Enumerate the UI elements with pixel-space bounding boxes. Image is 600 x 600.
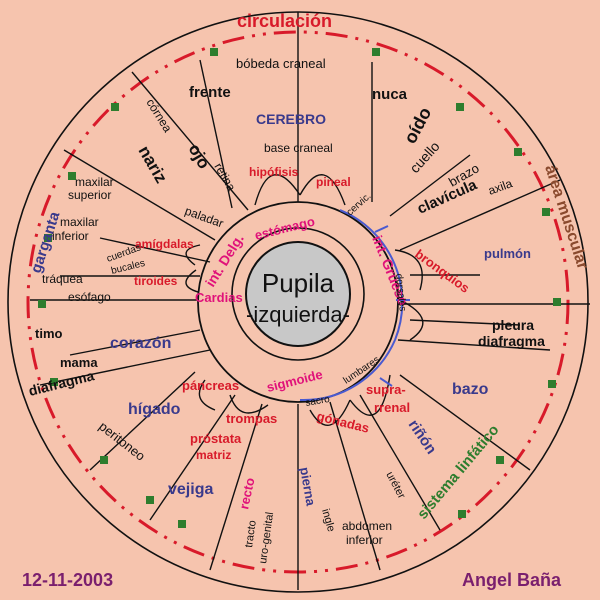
label-trompas: trompas	[226, 411, 277, 426]
label-vejiga: vejiga	[168, 481, 213, 498]
label-estomago: estómago	[253, 213, 316, 242]
label-ojo: ojo	[185, 141, 214, 173]
label-rinon: riñón	[405, 417, 440, 458]
label-diafragma-r: diafragma	[478, 333, 545, 349]
label-circulacion: circulación	[237, 11, 332, 31]
label-cerebro: CEREBRO	[256, 111, 326, 127]
label-sigmoide: sigmoide	[265, 367, 324, 395]
label-tracto-1: tracto	[243, 519, 259, 548]
label-pierna: pierna	[297, 466, 319, 508]
label-suprarrenal-2: rrenal	[374, 400, 410, 415]
label-nuca: nuca	[372, 86, 408, 103]
label-paladar: paladar	[183, 204, 225, 231]
label-cervic: cervic.	[345, 191, 374, 219]
label-cornea: córnea	[143, 96, 174, 135]
label-cardias: Cardias	[195, 290, 243, 305]
date-label: 12-11-2003	[22, 570, 113, 590]
label-matriz: matriz	[196, 448, 231, 462]
label-pleura: pleura	[492, 317, 534, 333]
label-esofago: esófago	[68, 290, 111, 304]
label-axila: axila	[486, 176, 514, 198]
label-frente: frente	[189, 84, 231, 101]
label-mama: mama	[60, 355, 98, 370]
label-maxilar-inf-2: inferior	[52, 229, 89, 243]
label-abdomen-2: inferior	[346, 533, 383, 547]
label-tiroides: tiroides	[134, 274, 178, 288]
pupil-subtitle: -izquierda-	[246, 302, 350, 327]
label-sacro: sacro	[305, 394, 331, 409]
label-maxilar-sup-1: maxilar	[75, 175, 114, 189]
pupil-title: Pupila	[262, 268, 335, 298]
label-amigdalas: amígdalas	[135, 237, 194, 251]
label-hipofisis: hipófisis	[249, 165, 299, 179]
label-ingle: ingle	[319, 508, 337, 534]
label-bazo: bazo	[452, 381, 489, 398]
label-dorsales: dorsales	[393, 273, 408, 312]
label-boveda: bóbeda craneal	[236, 56, 326, 71]
label-recto: recto	[236, 476, 257, 510]
author-label: Angel Baña	[462, 570, 562, 590]
label-suprarrenal-1: supra-	[366, 382, 406, 397]
spine-ticks	[374, 225, 410, 387]
divider-lines	[30, 12, 590, 590]
spine-arc-low	[299, 339, 396, 402]
label-pineal: pineal	[316, 175, 351, 189]
label-base-craneal: base craneal	[264, 141, 333, 155]
label-maxilar-inf-1: maxilar	[60, 215, 99, 229]
label-pancreas: páncreas	[182, 378, 239, 393]
label-maxilar-sup-2: superior	[68, 188, 111, 202]
label-abdomen-1: abdomen	[342, 519, 392, 533]
label-pulmon: pulmón	[484, 246, 531, 261]
organ-loops	[185, 174, 424, 426]
label-int-delg: int. Delg.	[202, 231, 247, 290]
label-nariz: nariz	[135, 143, 171, 187]
inner-ring	[231, 227, 365, 361]
label-corazon: corazón	[110, 335, 171, 352]
label-area-muscular: área muscular	[541, 163, 591, 271]
spine-arc	[339, 209, 404, 341]
pupil	[245, 241, 351, 347]
label-prostata: próstata	[190, 431, 242, 446]
label-tracto-2: uro-genital	[257, 511, 276, 564]
label-timo: timo	[35, 326, 63, 341]
label-clavicula: clavícula	[415, 176, 480, 218]
label-retina: retina	[211, 161, 238, 194]
label-diafragma-l: diafragma	[27, 367, 96, 399]
label-traquea: tráquea	[42, 272, 83, 286]
label-ureter: uréter	[383, 470, 407, 501]
lymph-squares	[38, 48, 561, 528]
label-higado: hígado	[128, 401, 181, 418]
